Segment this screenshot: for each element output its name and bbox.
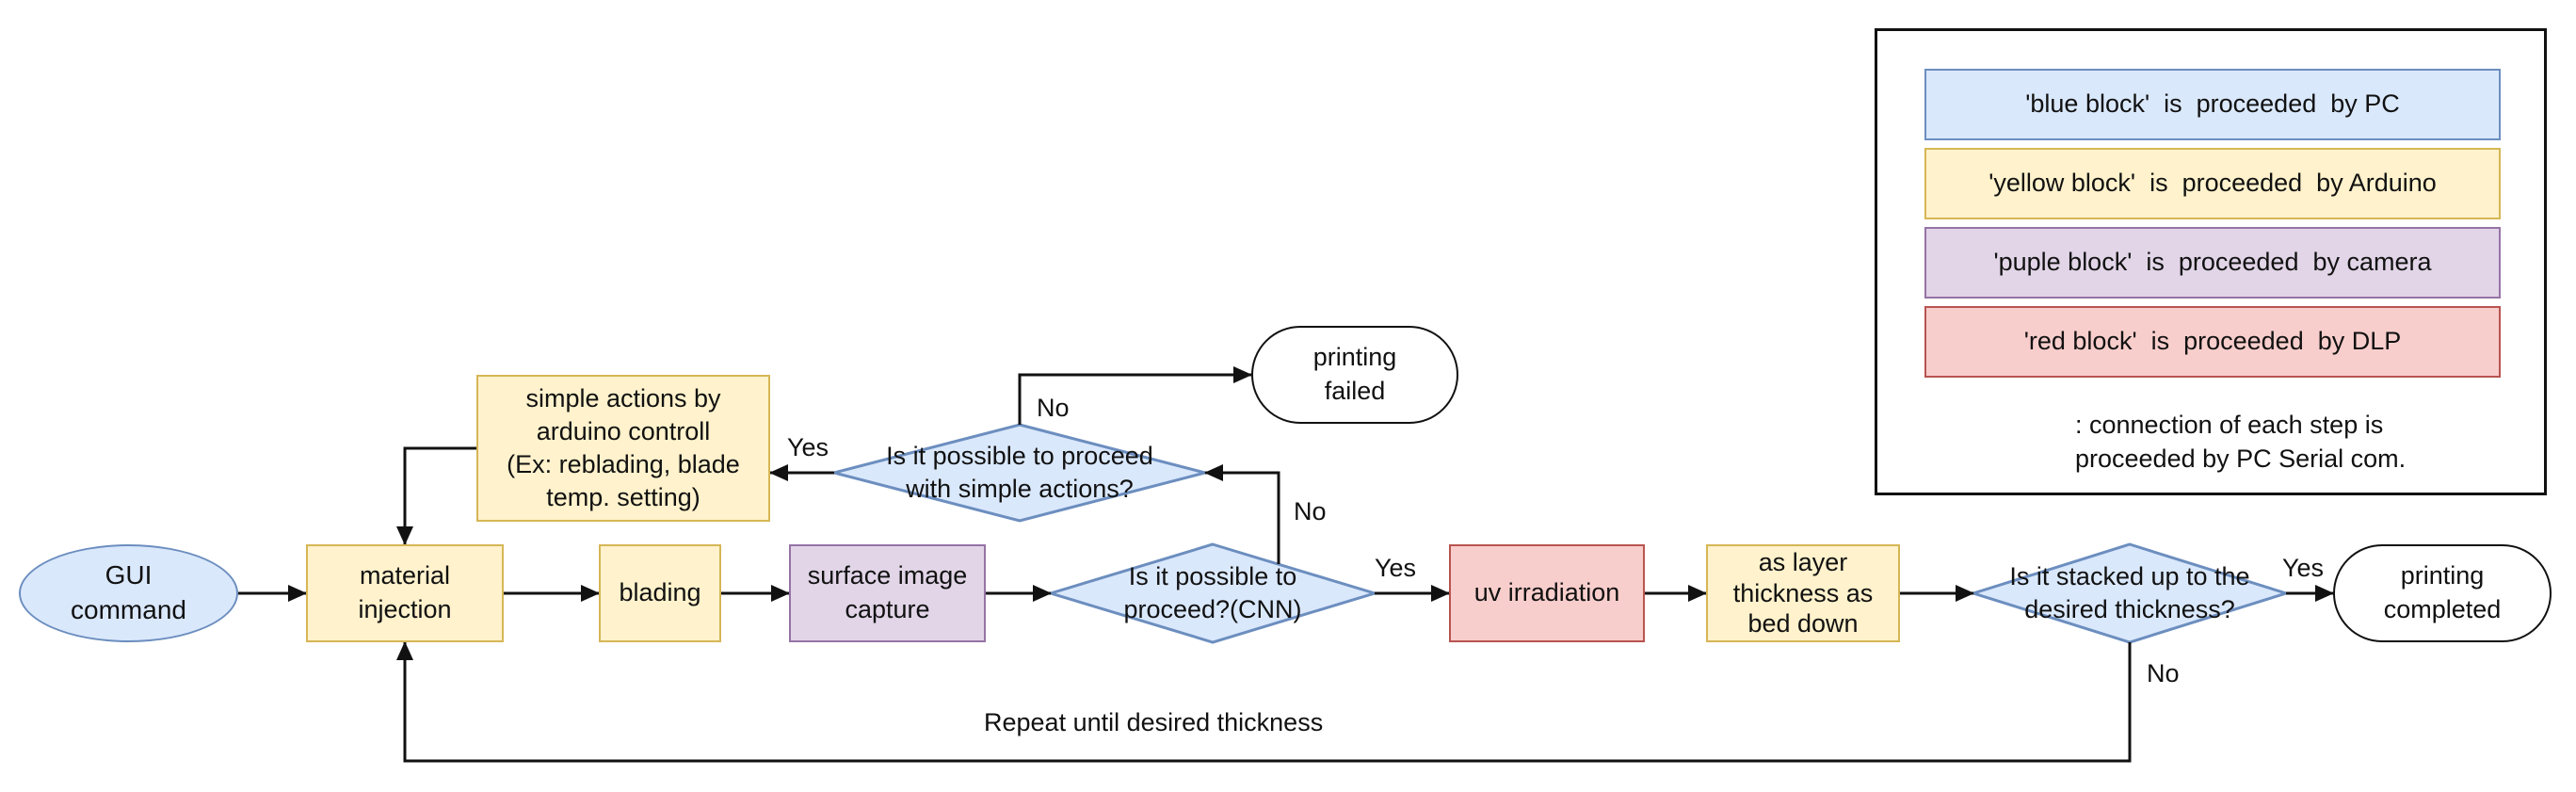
node-bed-down: as layer thickness as bed down xyxy=(1706,544,1900,642)
node-material-injection-label: material injection xyxy=(358,561,452,623)
node-stack-check-label: Is it stacked up to the desired thicknes… xyxy=(1987,558,2273,629)
legend: 'blue block' is proceeded by PC 'yellow … xyxy=(1875,28,2547,495)
node-material-injection: material injection xyxy=(306,544,504,642)
legend-red-label: 'red block' is proceeded by DLP xyxy=(2023,327,2402,356)
node-printing-failed-label: printing failed xyxy=(1312,343,1397,405)
node-simple-actions-label: simple actions by arduino controll (Ex: … xyxy=(507,383,740,512)
legend-blue: 'blue block' is proceeded by PC xyxy=(1924,69,2501,140)
node-cnn-check-label: Is it possible to proceed?(CNN) xyxy=(1073,558,1352,629)
label-stack-yes: Yes xyxy=(2282,554,2325,582)
diamond-simple-check xyxy=(829,423,1211,523)
node-simple-check-label: Is it possible to proceed with simple ac… xyxy=(853,437,1186,509)
label-repeat: Repeat until desired thickness xyxy=(984,708,1324,736)
node-surface-capture: surface image capture xyxy=(789,544,986,642)
node-surface-capture-label: surface image capture xyxy=(807,561,968,623)
label-cnn-yes: Yes xyxy=(1375,554,1417,582)
legend-purple: 'puple block' is proceeded by camera xyxy=(1924,227,2501,299)
node-printing-completed: printing completed xyxy=(2333,544,2552,642)
node-gui-command: GUI command xyxy=(19,544,238,642)
stack-check-text: Is it stacked up to the desired thicknes… xyxy=(2009,561,2250,623)
label-stack-no: No xyxy=(2147,659,2180,687)
cnn-check-text: Is it possible to proceed?(CNN) xyxy=(1123,561,1302,623)
node-gui-command-label: GUI command xyxy=(71,560,186,624)
label-simple-no: No xyxy=(1037,394,1070,422)
legend-arrow-label: : connection of each step is proceeded b… xyxy=(2075,411,2407,474)
simple-check-text: Is it possible to proceed with simple ac… xyxy=(886,441,1153,503)
legend-yellow: 'yellow block' is proceeded by Arduino xyxy=(1924,148,2501,219)
edge-stack-no-repeat xyxy=(396,641,2132,763)
label-cnn-no: No xyxy=(1294,497,1327,525)
edge-simple-material xyxy=(396,446,476,545)
node-printing-failed: printing failed xyxy=(1251,326,1458,424)
edge-simple-no xyxy=(1018,366,1252,425)
node-simple-actions: simple actions by arduino controll (Ex: … xyxy=(476,375,770,522)
node-blading: blading xyxy=(599,544,721,642)
node-uv-irradiation-label: uv irradiation xyxy=(1473,578,1620,607)
legend-yellow-label: 'yellow block' is proceeded by Arduino xyxy=(1988,169,2437,198)
legend-blue-label: 'blue block' is proceeded by PC xyxy=(2025,89,2400,119)
node-printing-completed-label: printing completed xyxy=(2383,561,2502,623)
node-uv-irradiation: uv irradiation xyxy=(1449,544,1645,642)
node-bed-down-label: as layer thickness as bed down xyxy=(1732,548,1874,638)
diamond-cnn-check xyxy=(1045,542,1380,644)
node-blading-label: blading xyxy=(619,578,701,607)
legend-purple-label: 'puple block' is proceeded by camera xyxy=(1993,248,2432,277)
label-simple-yes: Yes xyxy=(787,433,829,461)
edge-cnn-no xyxy=(1204,464,1280,564)
legend-red: 'red block' is proceeded by DLP xyxy=(1924,306,2501,378)
